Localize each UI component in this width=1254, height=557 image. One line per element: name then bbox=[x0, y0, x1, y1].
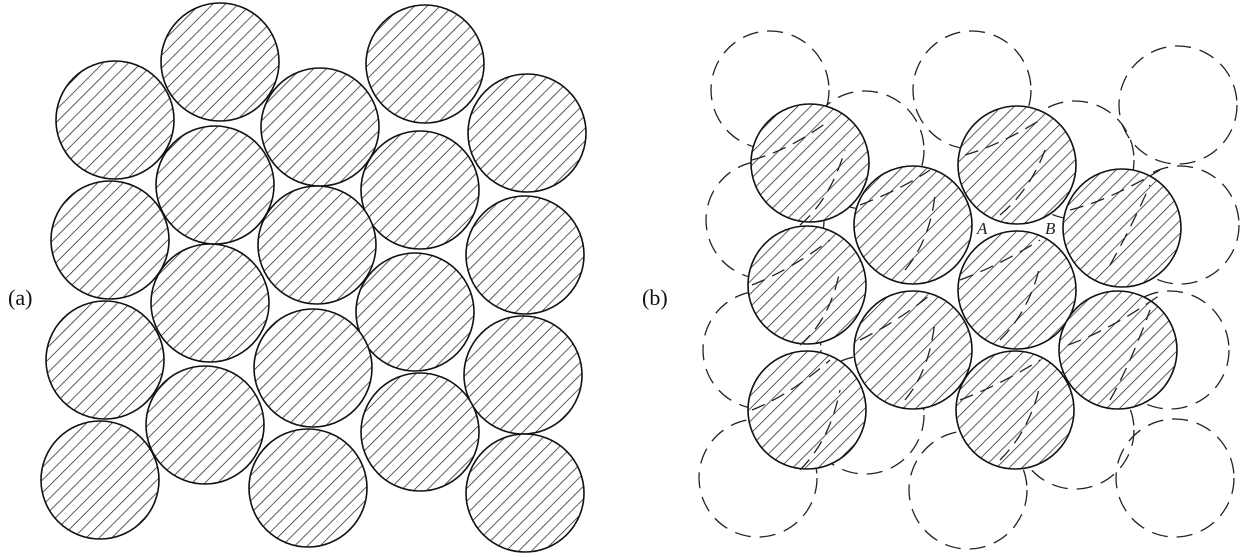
hatched-disk bbox=[360, 130, 480, 250]
hatched-disk bbox=[40, 420, 160, 540]
panel-a-label: (a) bbox=[8, 285, 32, 310]
hatched-disk bbox=[365, 4, 485, 124]
point-label-b: B bbox=[1045, 219, 1056, 238]
hatched-disk bbox=[160, 2, 280, 122]
hatched-disk bbox=[1062, 168, 1182, 288]
hatched-disk bbox=[360, 372, 480, 492]
hatched-disk bbox=[750, 103, 870, 223]
dashed-arc bbox=[999, 149, 1046, 216]
dashed-circle bbox=[912, 30, 1032, 150]
dashed-arc bbox=[799, 269, 841, 346]
hatched-disk bbox=[257, 185, 377, 305]
dashed-circle bbox=[1118, 45, 1238, 165]
dashed-arc bbox=[751, 119, 831, 161]
dashed-arc bbox=[1067, 294, 1161, 346]
dashed-arc bbox=[999, 264, 1041, 341]
hatched-disk bbox=[45, 300, 165, 420]
hatched-disk bbox=[463, 315, 583, 435]
dashed-arc bbox=[1109, 184, 1151, 266]
hatched-disk bbox=[955, 350, 1075, 470]
panel-a-disks bbox=[40, 2, 587, 553]
hatched-disk bbox=[50, 180, 170, 300]
hatched-disk bbox=[853, 165, 973, 285]
hatched-disk bbox=[248, 428, 368, 548]
dashed-arc bbox=[904, 194, 936, 271]
hatched-disk bbox=[155, 125, 275, 245]
dashed-circle bbox=[1115, 418, 1235, 538]
dashed-arc bbox=[1069, 169, 1161, 211]
dashed-arc bbox=[799, 149, 846, 226]
hatched-disk bbox=[957, 105, 1077, 225]
panel-b: (b) A B bbox=[642, 30, 1240, 550]
hatched-disk bbox=[1058, 290, 1178, 410]
dashed-arc bbox=[959, 359, 1041, 401]
dashed-arc bbox=[1109, 309, 1151, 401]
hatched-disk bbox=[747, 350, 867, 470]
hatched-disk bbox=[253, 308, 373, 428]
panel-b-disks bbox=[747, 103, 1182, 470]
dashed-arc bbox=[859, 169, 931, 206]
dashed-arc bbox=[964, 119, 1041, 156]
hatched-disk bbox=[957, 230, 1077, 350]
hatched-disk bbox=[145, 365, 265, 485]
hatched-disk bbox=[465, 195, 585, 315]
dashed-arc bbox=[751, 359, 831, 411]
point-label-a: A bbox=[976, 219, 988, 238]
hatched-disk bbox=[853, 290, 973, 410]
hatched-disk bbox=[260, 67, 380, 187]
dashed-arc bbox=[799, 389, 841, 471]
hatched-disk bbox=[465, 433, 585, 553]
dashed-arc bbox=[904, 319, 936, 401]
hatched-disk bbox=[355, 252, 475, 372]
dashed-arc bbox=[859, 294, 931, 341]
dashed-arc bbox=[959, 239, 1041, 281]
hatched-disk bbox=[55, 60, 175, 180]
dashed-arc bbox=[751, 239, 831, 286]
panel-b-dashed-arcs bbox=[751, 119, 1161, 471]
dashed-circle bbox=[710, 30, 830, 150]
dashed-arc bbox=[999, 384, 1041, 461]
panel-a: (a) bbox=[8, 2, 587, 553]
panel-b-label: (b) bbox=[642, 285, 668, 310]
hatched-disk bbox=[467, 73, 587, 193]
hatched-disk bbox=[747, 225, 867, 345]
hatched-disk bbox=[150, 243, 270, 363]
